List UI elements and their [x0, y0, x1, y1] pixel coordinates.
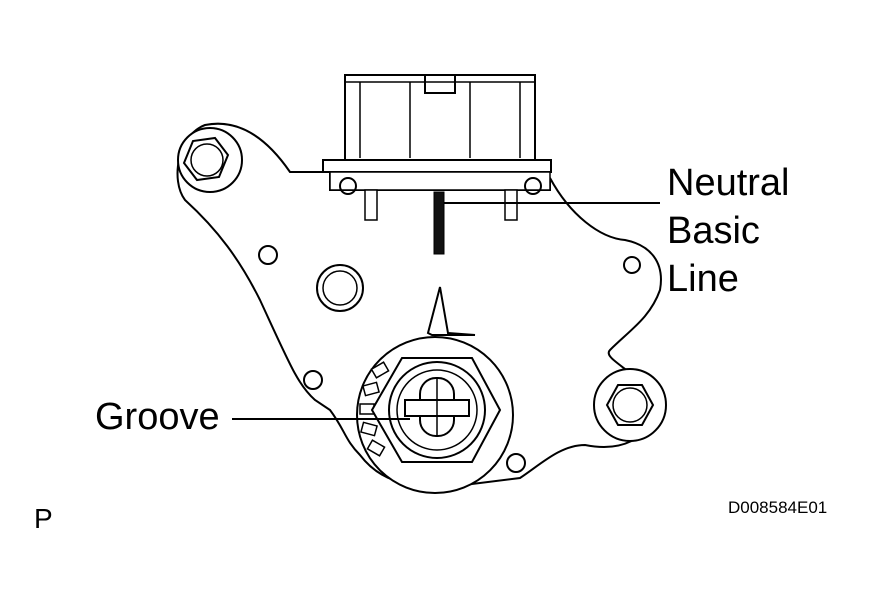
- dial-teeth: [359, 361, 390, 457]
- neutral-basic-line-label-line1: Neutral: [667, 162, 790, 204]
- plate-hole-small-2: [623, 256, 641, 274]
- figure-code: D008584E01: [728, 498, 828, 517]
- neutral-basic-line-label-line3: Line: [667, 258, 739, 300]
- plate-hole-small-3: [303, 370, 323, 390]
- plate-hole-large: [316, 264, 364, 312]
- neutral-basic-line-label-line2: Basic: [667, 210, 760, 252]
- pointer-arrow: [426, 286, 476, 336]
- flange-hole-left: [339, 177, 357, 195]
- switch-body-plate: [176, 122, 662, 490]
- neutral-basic-line-mark: [433, 191, 445, 255]
- connector-flange: [322, 159, 552, 173]
- plate-hole-small-1: [258, 245, 278, 265]
- position-label: P: [34, 503, 53, 534]
- connector-latch: [424, 75, 456, 94]
- flange-hole-right: [524, 177, 542, 195]
- plate-hole-small-4: [506, 453, 526, 473]
- connector-housing: [344, 74, 536, 164]
- bolt-head-right: [605, 384, 655, 426]
- groove-label: Groove: [95, 396, 220, 438]
